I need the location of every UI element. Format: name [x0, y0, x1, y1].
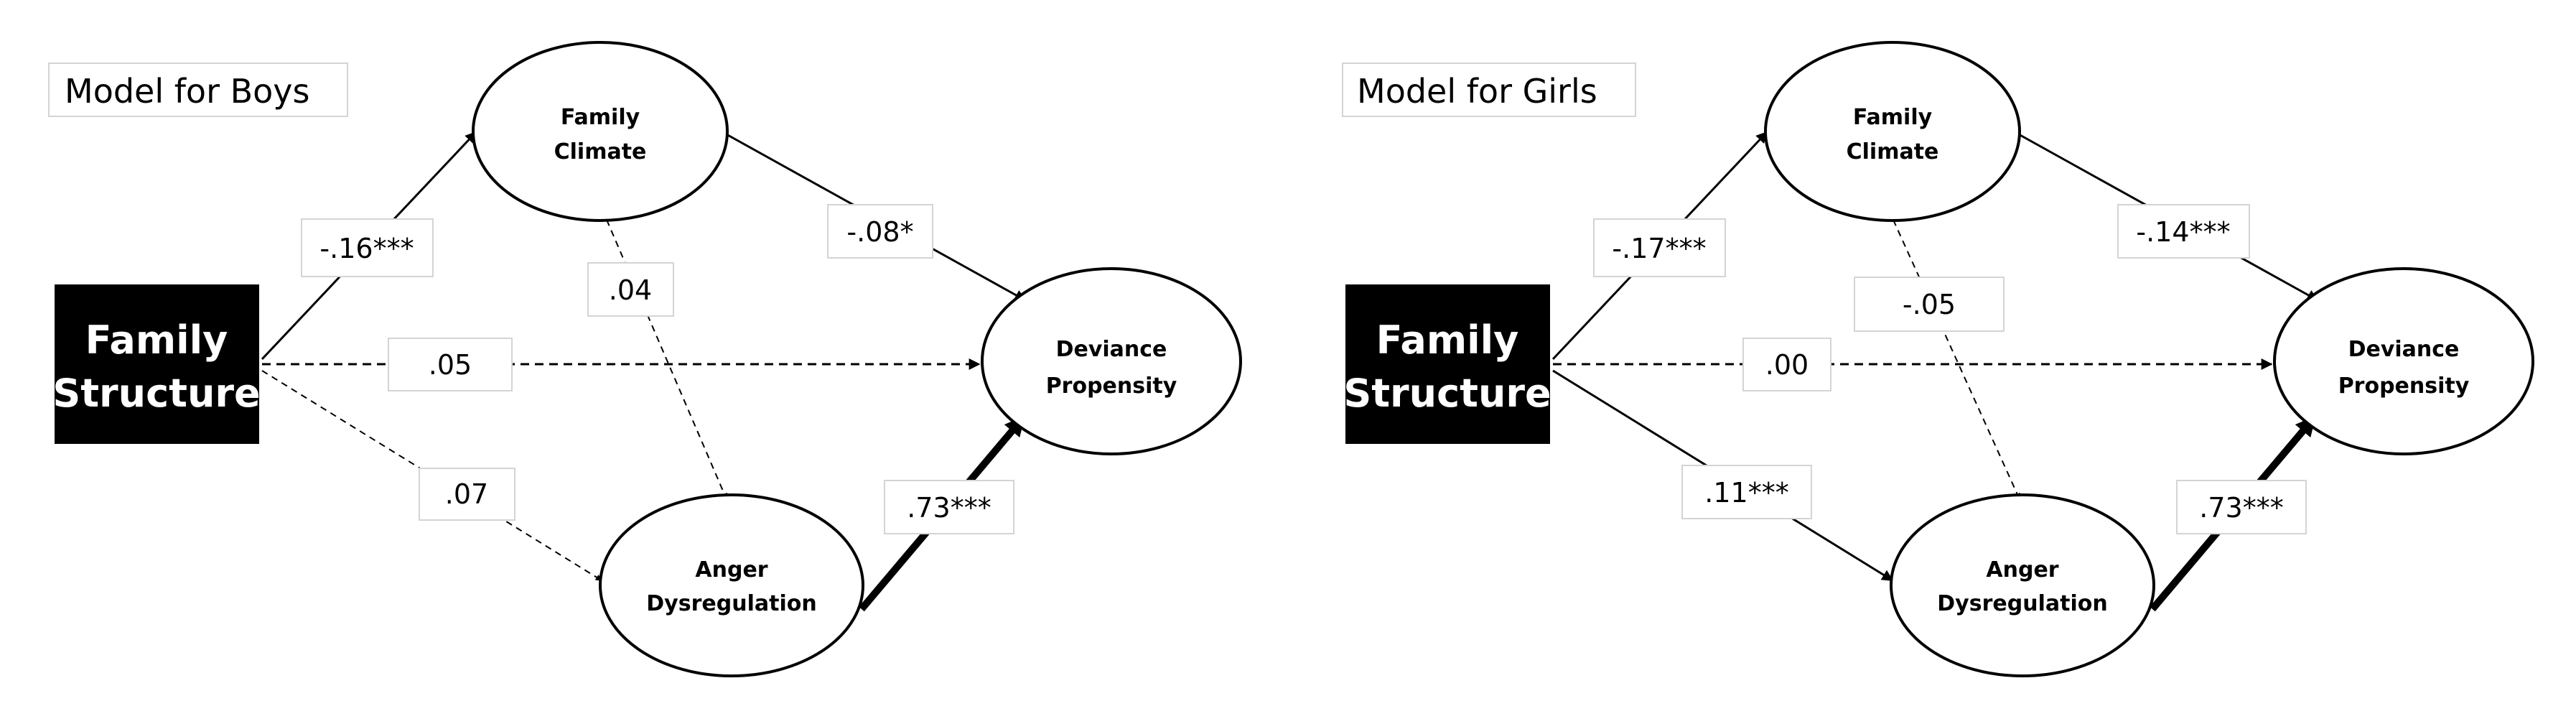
coef-box	[2176, 480, 2307, 534]
node-anger-dysregulation-label: Anger	[695, 557, 767, 583]
coef-climate-to-deviance: -.14***	[2136, 216, 2230, 248]
node-family-climate-label: Family	[1853, 105, 1933, 130]
panel-title-box	[1342, 62, 1636, 117]
coef-box	[1742, 338, 1831, 391]
coef-box	[2117, 204, 2250, 259]
coef-box	[827, 204, 933, 259]
node-deviance-propensity	[981, 267, 1242, 455]
node-anger-dysregulation-label: Dysregulation	[646, 591, 816, 616]
coef-structure-to-climate: -.17***	[1612, 233, 1706, 264]
node-family-structure-label: Family	[85, 317, 228, 363]
coef-structure-to-anger: .07	[445, 478, 488, 510]
coef-box	[388, 338, 513, 391]
node-family-structure	[55, 284, 259, 444]
node-family-climate-label: Climate	[1847, 139, 1939, 164]
coef-box	[1854, 277, 2005, 332]
coef-climate-to-deviance: -.08*	[846, 216, 913, 248]
coef-structure-to-anger: .11***	[1704, 477, 1788, 509]
node-deviance-propensity-label: Propensity	[1046, 374, 1177, 399]
node-family-structure-label: Structure	[52, 371, 260, 416]
panel-boys: Model for Boys Family Structure Family C…	[48, 41, 1242, 677]
panel-title-box	[48, 62, 348, 117]
node-deviance-propensity-label: Deviance	[2348, 337, 2460, 362]
path-climate-to-anger	[1893, 219, 2020, 500]
node-deviance-propensity-label: Deviance	[1056, 337, 1167, 362]
coef-structure-to-climate: -.16***	[319, 233, 414, 264]
node-anger-dysregulation-label: Anger	[1986, 557, 2058, 583]
panel-girls: Model for Girls Family Structure Family …	[1342, 41, 2534, 677]
coef-anger-to-deviance: .73***	[907, 492, 991, 524]
node-family-climate-label: Family	[561, 105, 640, 130]
coef-climate-to-anger: -.05	[1903, 289, 1956, 320]
node-family-climate	[1764, 41, 2021, 222]
node-deviance-propensity	[2273, 267, 2534, 455]
node-family-climate-label: Climate	[554, 139, 647, 164]
coef-anger-to-deviance: .73***	[2199, 492, 2283, 524]
panel-title: Model for Girls	[1357, 72, 1597, 111]
coef-box	[301, 218, 434, 277]
coef-box	[1681, 465, 1812, 519]
path-climate-to-anger	[606, 219, 727, 500]
node-family-climate	[472, 41, 729, 222]
coef-box	[884, 480, 1014, 534]
panel-title: Model for Boys	[65, 72, 310, 111]
node-family-structure	[1345, 284, 1550, 444]
coef-structure-to-deviance: .05	[429, 349, 472, 381]
node-anger-dysregulation	[599, 493, 864, 677]
coef-box	[587, 262, 674, 317]
node-family-structure-label: Structure	[1343, 371, 1551, 416]
node-family-structure-label: Family	[1376, 317, 1519, 363]
node-anger-dysregulation	[1890, 493, 2155, 677]
coef-structure-to-deviance: .00	[1765, 349, 1809, 381]
coef-climate-to-anger: .04	[609, 274, 652, 306]
coef-box	[419, 468, 515, 521]
node-deviance-propensity-label: Propensity	[2338, 374, 2470, 399]
coef-box	[1593, 218, 1726, 277]
node-anger-dysregulation-label: Dysregulation	[1937, 591, 2107, 616]
